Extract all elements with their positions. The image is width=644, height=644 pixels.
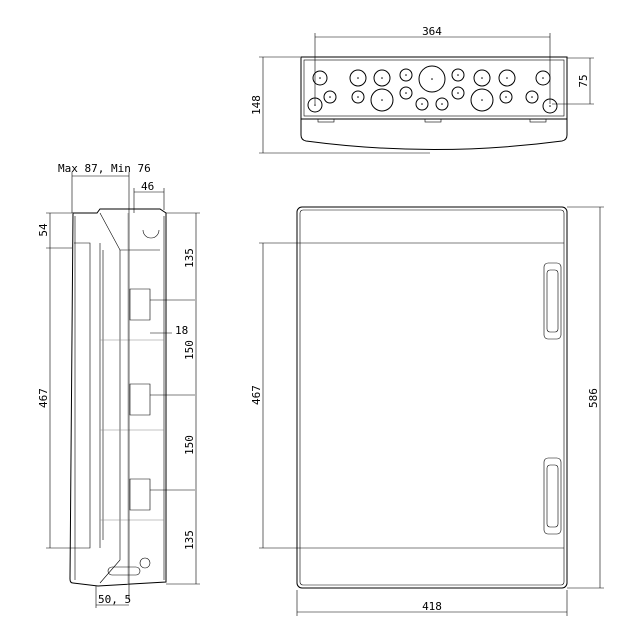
hole-center-mark [329,96,331,98]
dim-467-side: 467 [37,388,50,408]
hole-center-mark [357,77,359,79]
hole-center-mark [405,74,407,76]
hole-center-mark [457,92,459,94]
top-view: 364 148 75 [250,25,594,154]
cable-hole [473,69,491,87]
dim-54: 54 [37,223,50,237]
cable-hole [451,86,465,100]
cable-hole [498,69,516,87]
dim-150-b: 150 [183,435,196,455]
front-view: 467 586 418 [250,206,604,616]
hole-center-mark [357,96,359,98]
hole-center-mark [506,77,508,79]
cable-hole [499,90,513,104]
hole-center-mark [381,99,383,101]
dim-135-top: 135 [183,248,196,268]
cable-hole [418,65,446,93]
dim-467-front: 467 [250,385,263,405]
dim-75: 75 [577,74,590,87]
cable-hole [470,88,494,112]
hole-center-mark [542,77,544,79]
cable-hole [351,90,365,104]
cable-hole [525,90,539,104]
dim-50-5: 50, 5 [98,593,131,606]
dim-46: 46 [141,180,154,193]
cable-hole [435,97,449,111]
dim-150-a: 150 [183,340,196,360]
hole-center-mark [319,77,321,79]
cable-hole [373,69,391,87]
hole-center-mark [431,78,433,80]
hole-center-mark [314,104,316,106]
side-view: Max 87, Min 76 46 54 467 135 150 150 135… [37,162,200,608]
cable-entry-holes [307,65,558,114]
cable-hole [451,68,465,82]
hole-center-mark [505,96,507,98]
dim-148: 148 [250,95,263,115]
hole-center-mark [441,103,443,105]
hole-center-mark [481,77,483,79]
dim-max-min: Max 87, Min 76 [58,162,151,175]
dim-364: 364 [422,25,442,38]
cable-hole [323,90,337,104]
hole-center-mark [531,96,533,98]
cable-hole [399,68,413,82]
hole-center-mark [481,99,483,101]
cable-hole [312,70,328,86]
dim-586: 586 [587,388,600,408]
dim-135-bottom: 135 [183,530,196,550]
hole-center-mark [549,105,551,107]
hole-center-mark [405,92,407,94]
cable-hole [370,88,394,112]
dim-18: 18 [175,324,188,337]
cable-hole [415,97,429,111]
dim-418: 418 [422,600,442,613]
cable-hole [349,69,367,87]
hole-center-mark [381,77,383,79]
hole-center-mark [421,103,423,105]
cable-hole [399,86,413,100]
hole-center-mark [457,74,459,76]
